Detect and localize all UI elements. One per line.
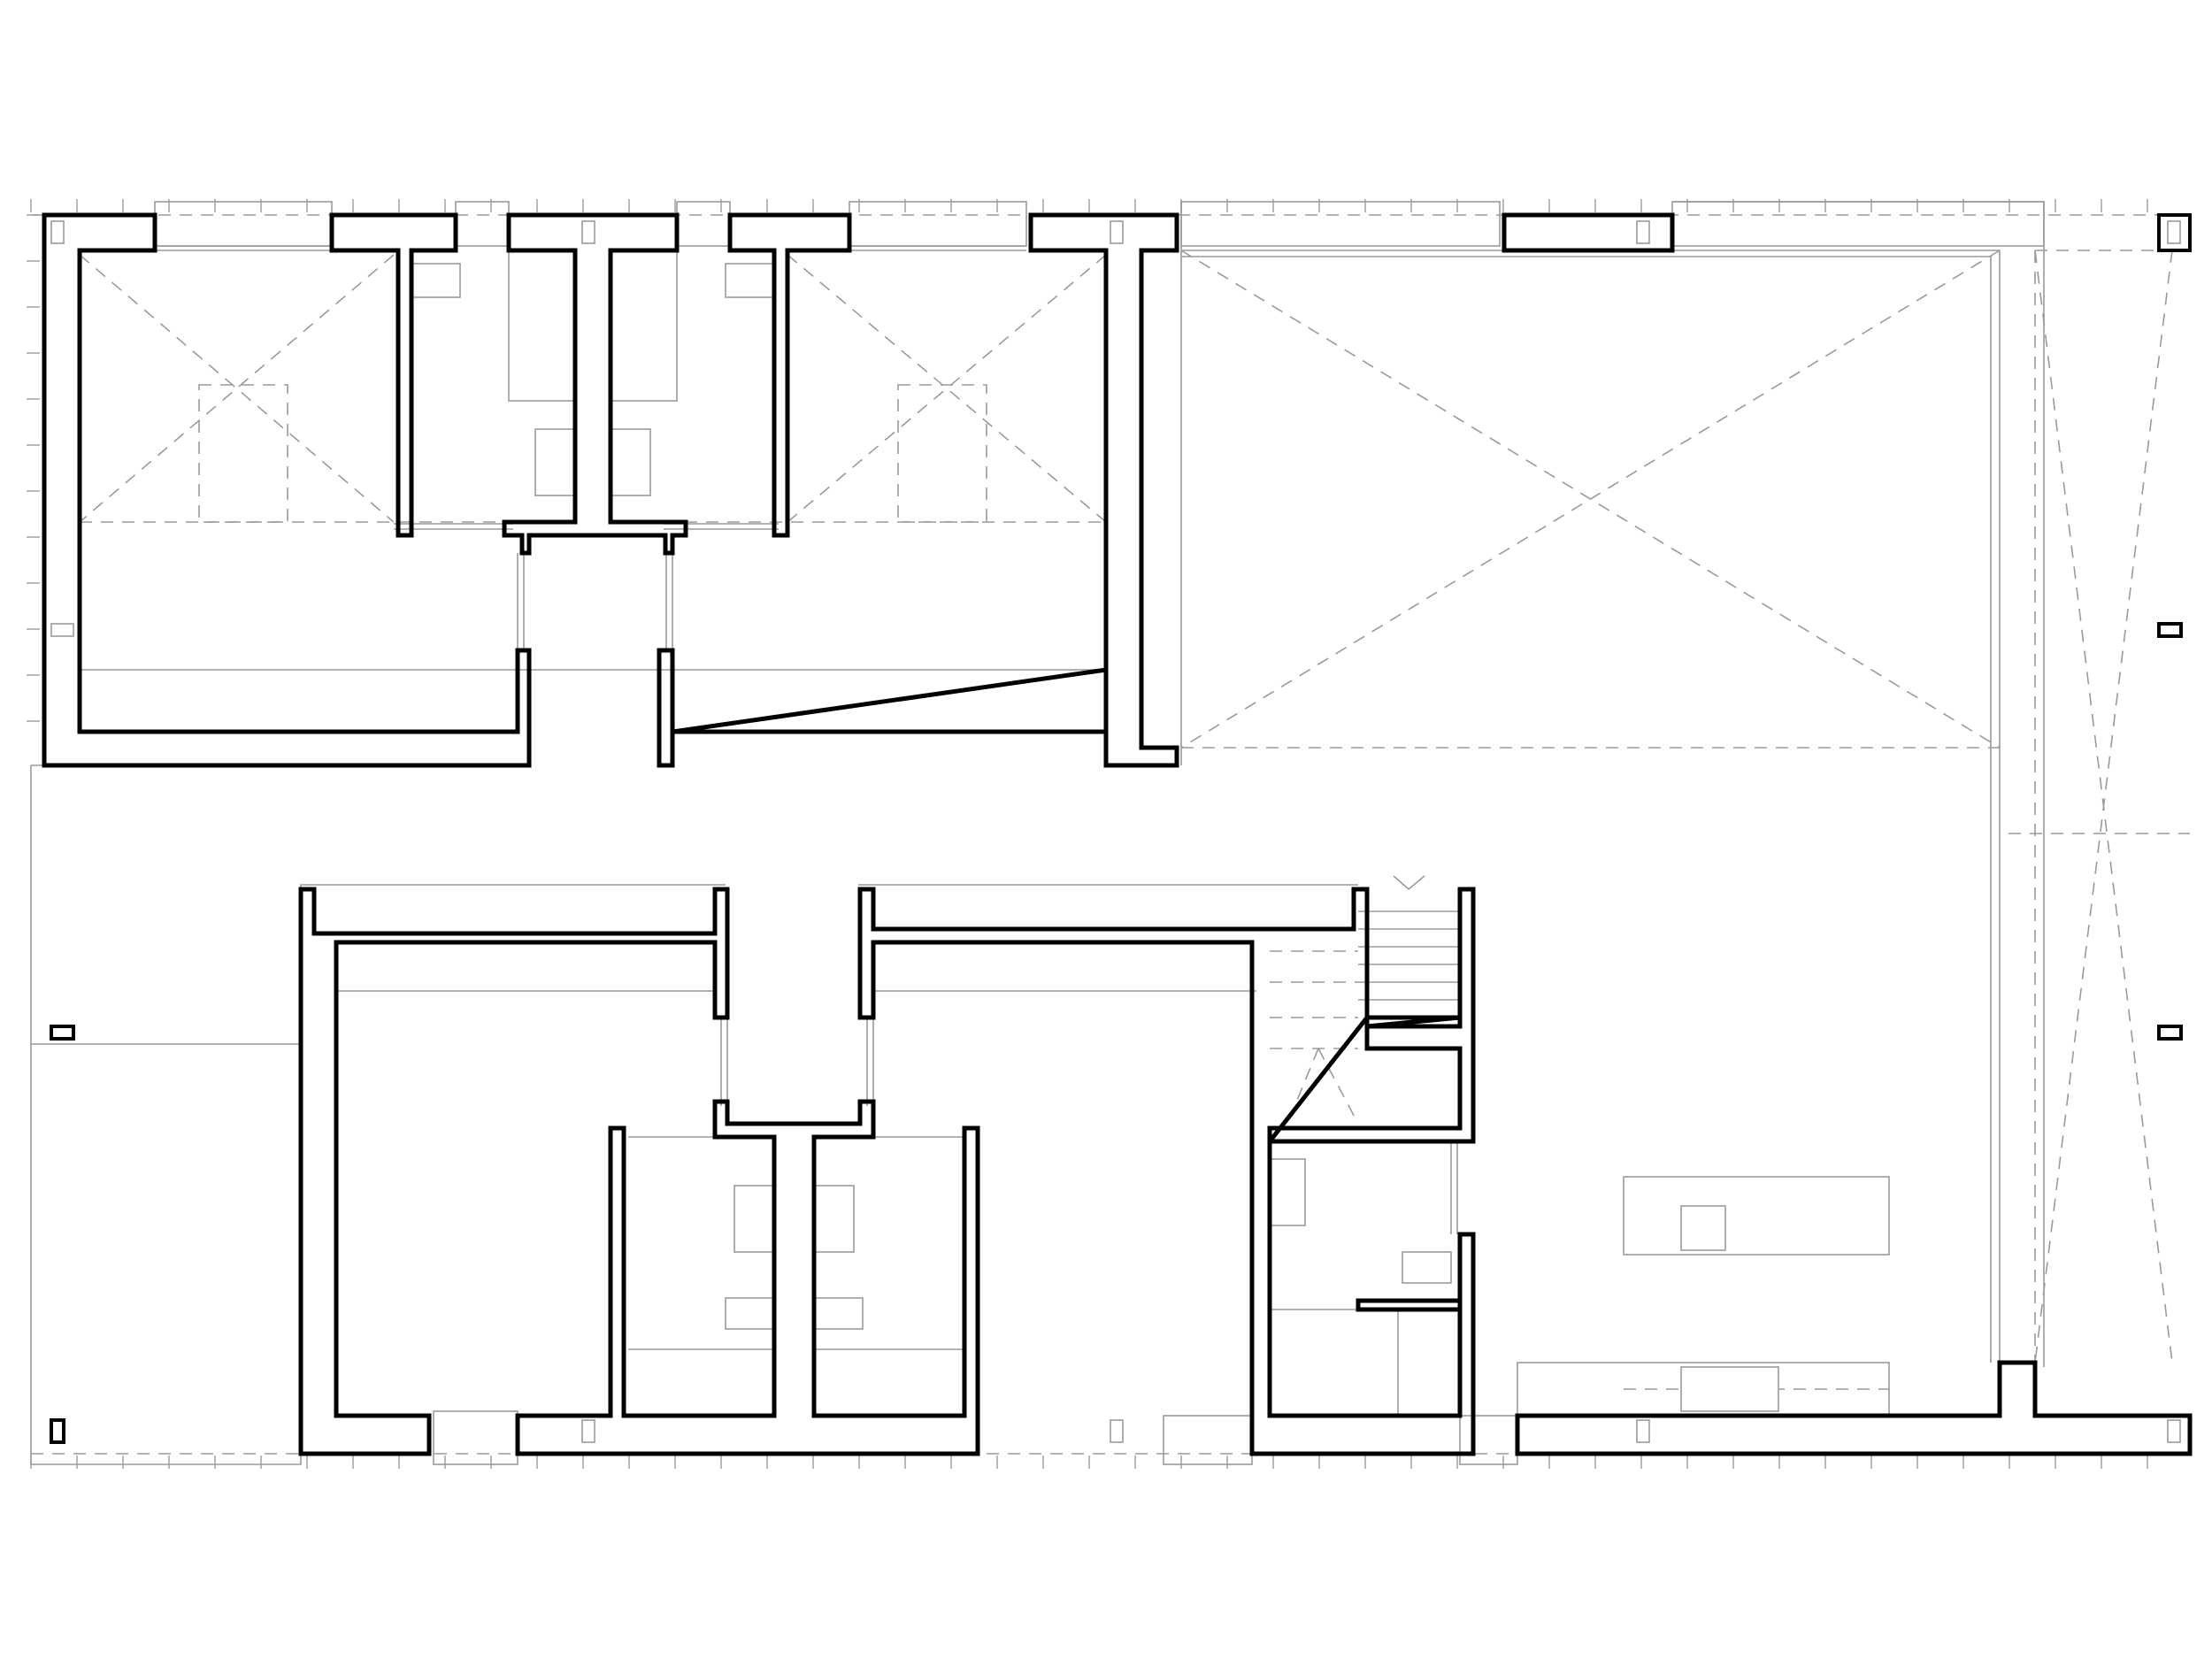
bedroom-lower-right-wall	[857, 887, 1476, 1456]
bedroom-right-wall	[1028, 212, 1179, 768]
walls	[42, 212, 2193, 1456]
measurement-ticks	[27, 199, 2148, 1469]
cabinet	[1402, 1251, 1452, 1284]
cooktop	[1680, 1366, 1779, 1412]
stair-wall	[1267, 1010, 1463, 1148]
wall-segment	[329, 212, 458, 538]
sink	[534, 428, 576, 496]
wall-segment	[657, 648, 1109, 768]
bathroom-wall	[502, 212, 688, 556]
bathroom-lower-wall	[515, 1099, 980, 1456]
wall-segment	[1356, 1298, 1463, 1312]
sink	[813, 1185, 855, 1253]
wall-segment	[1502, 212, 1675, 253]
sink	[733, 1185, 775, 1253]
bedroom-left-wall	[42, 212, 532, 768]
stair-wall	[1366, 1015, 1463, 1029]
kitchen-wall	[1515, 1360, 2193, 1456]
bedroom-lower-left-wall	[298, 887, 730, 1456]
desk	[813, 1297, 864, 1330]
cabinet	[1269, 1158, 1306, 1226]
desk	[725, 263, 775, 298]
kitchen-island	[1623, 1176, 1890, 1256]
wardrobe	[610, 250, 678, 402]
columns	[50, 220, 2183, 1444]
wardrobe	[508, 250, 576, 402]
interior-lines	[80, 245, 1890, 1417]
desk	[411, 263, 461, 298]
furniture	[411, 250, 1890, 1412]
kitchen-sink	[1680, 1205, 1726, 1251]
roof-outline	[30, 201, 2190, 1465]
desk	[725, 1297, 775, 1330]
wall-segment	[727, 212, 852, 538]
sink	[610, 428, 651, 496]
